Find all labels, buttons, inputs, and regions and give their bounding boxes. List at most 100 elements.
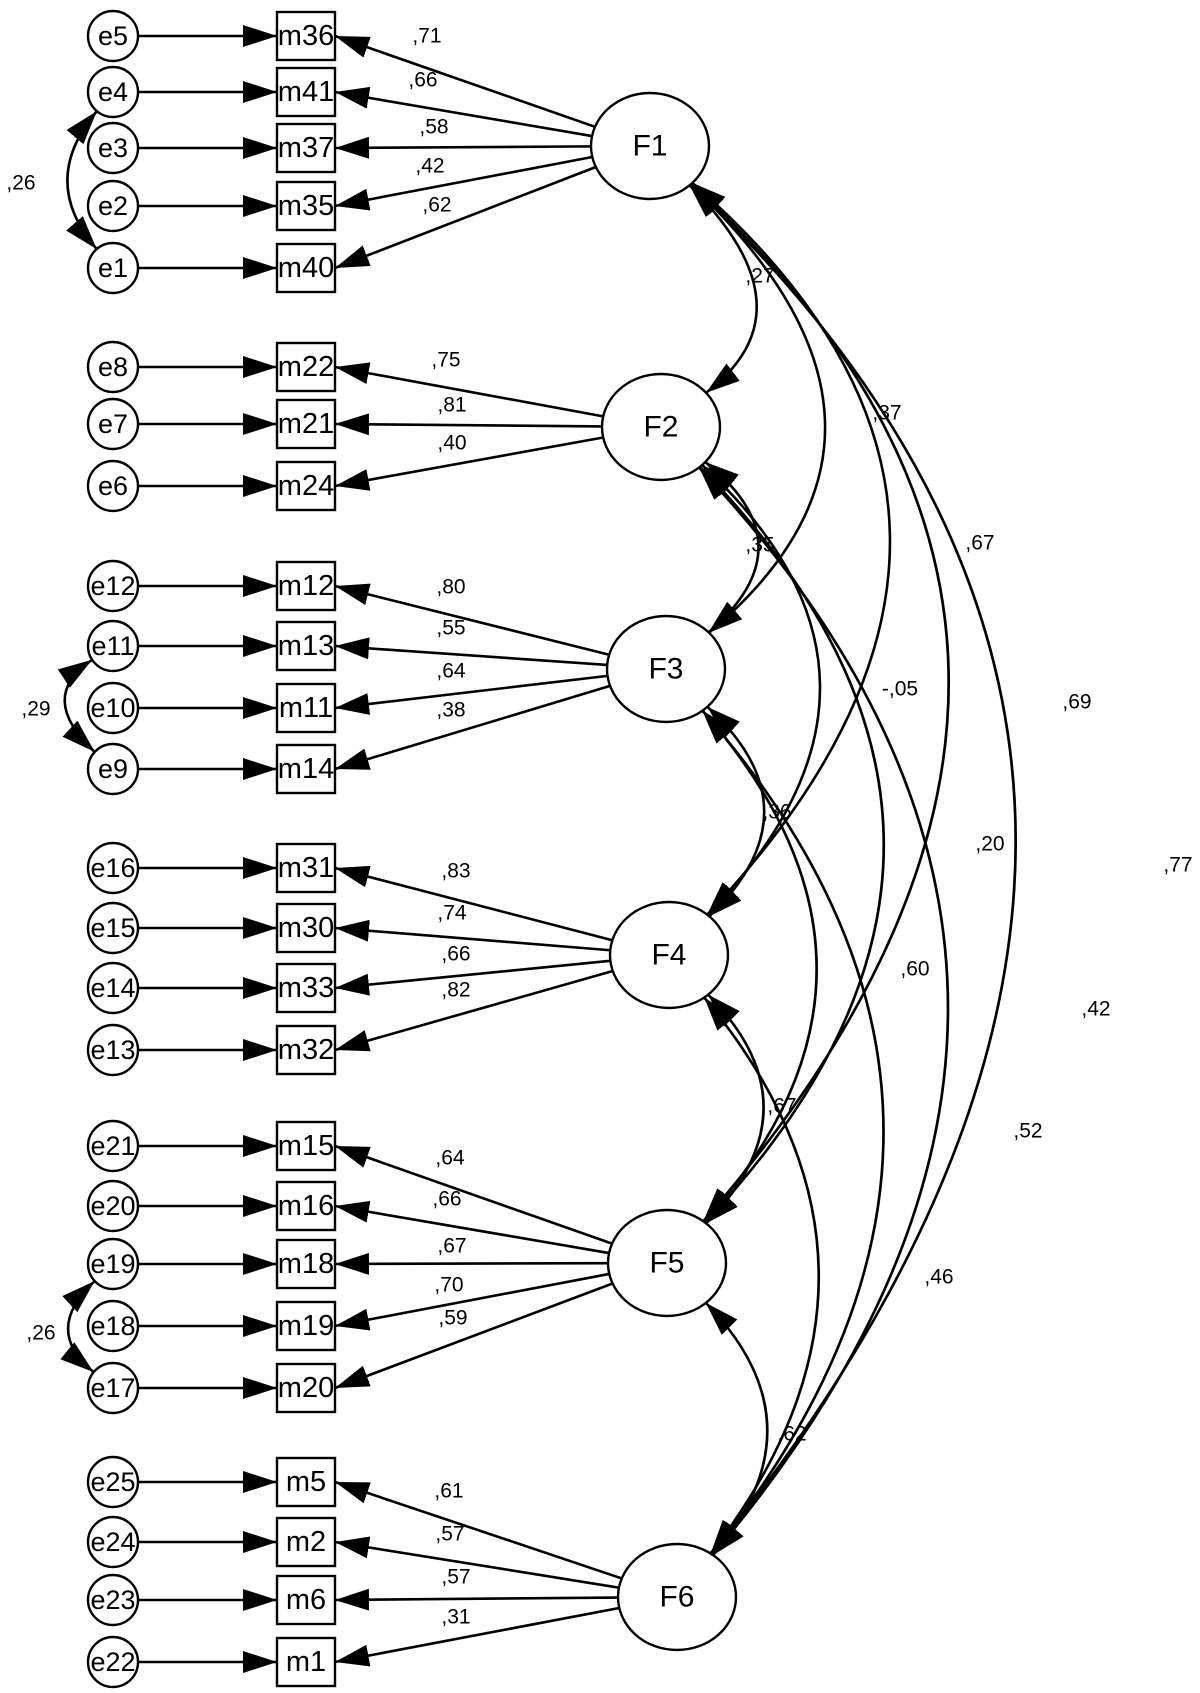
- error-node-e6: e6: [86, 459, 140, 513]
- loading-path-F6-m2: [334, 1536, 620, 1589]
- item-node-m13: m13: [275, 620, 337, 672]
- item-node-m36: m36: [275, 10, 337, 62]
- item-label: m1: [286, 1646, 326, 1678]
- item-node-m15: m15: [275, 1120, 337, 1172]
- item-node-m2: m2: [275, 1516, 337, 1568]
- item-node-m11: m11: [275, 682, 337, 734]
- error-node-e7: e7: [86, 397, 140, 451]
- error-label: e12: [90, 571, 135, 601]
- error-label: e22: [90, 1647, 135, 1677]
- correlation-path-F3-F5: [701, 709, 818, 1223]
- correlation-label-F2-F3: ,35: [745, 534, 774, 557]
- correlation-path-F1-F3: [689, 183, 827, 634]
- error-label: e21: [90, 1131, 135, 1161]
- loading-label-F6-m1: ,31: [441, 1606, 470, 1629]
- item-node-m6: m6: [275, 1574, 337, 1626]
- correlation-path-F3-F4: [706, 705, 766, 918]
- factor-label: F5: [649, 1247, 684, 1280]
- correlation-label-F2-F5: ,20: [975, 833, 1004, 856]
- item-node-m19: m19: [275, 1300, 337, 1352]
- item-node-m37: m37: [275, 122, 337, 174]
- covariance-label-e11-e9: ,29: [21, 698, 50, 721]
- loading-label-F3-m11: ,64: [436, 660, 466, 683]
- covariance-path-e19-e17: [60, 1280, 96, 1374]
- error-node-e9: e9: [86, 742, 140, 796]
- factor-node-F3: F3: [605, 614, 727, 724]
- error-label: e23: [90, 1585, 135, 1615]
- error-label: e14: [90, 973, 135, 1003]
- error-label: e25: [90, 1467, 135, 1497]
- error-label: e17: [90, 1373, 135, 1403]
- loading-path-F6-m1: [334, 1606, 620, 1667]
- error-label: e13: [90, 1035, 135, 1065]
- error-label: e7: [98, 409, 128, 439]
- loading-path-F4-m32: [334, 969, 614, 1052]
- loading-label-F2-m22: ,75: [431, 349, 460, 372]
- loading-label-F1-m35: ,42: [415, 155, 444, 178]
- error-label: e24: [90, 1527, 135, 1557]
- loading-path-F1-m37: [334, 136, 592, 159]
- loading-label-F6-m5: ,61: [434, 1480, 463, 1503]
- error-node-e19: e19: [86, 1237, 140, 1291]
- correlation-path-F1-F6: [689, 183, 1017, 1555]
- loading-path-F6-m5: [334, 1480, 623, 1580]
- item-node-m21: m21: [275, 398, 337, 450]
- loading-label-F5-m15: ,64: [435, 1147, 465, 1170]
- correlation-path-F4-F5: [705, 993, 765, 1225]
- error-node-e25: e25: [86, 1455, 140, 1509]
- loading-label-F4-m32: ,82: [441, 979, 470, 1002]
- error-node-e10: e10: [86, 681, 140, 735]
- item-label: m35: [278, 190, 334, 222]
- loading-label-F2-m21: ,81: [437, 394, 466, 417]
- item-node-m18: m18: [275, 1238, 337, 1290]
- loading-label-F4-m30: ,74: [437, 902, 467, 925]
- error-node-e12: e12: [86, 559, 140, 613]
- error-label: e19: [90, 1249, 135, 1279]
- correlation-label-F1-F2: ,27: [745, 265, 774, 288]
- item-label: m30: [278, 912, 334, 944]
- item-node-m41: m41: [275, 66, 337, 118]
- error-node-e21: e21: [86, 1119, 140, 1173]
- item-node-m32: m32: [275, 1024, 337, 1076]
- item-node-m40: m40: [275, 242, 337, 294]
- covariance-label-e19-e17: ,26: [26, 1322, 55, 1345]
- item-node-m5: m5: [275, 1456, 337, 1508]
- error-label: e18: [90, 1311, 135, 1341]
- error-node-e5: e5: [86, 9, 140, 63]
- error-label: e5: [98, 21, 128, 51]
- error-label: e9: [98, 754, 128, 784]
- factor-node-F6: F6: [616, 1542, 738, 1652]
- item-label: m19: [278, 1310, 334, 1342]
- item-label: m14: [278, 753, 334, 785]
- error-label: e10: [90, 693, 135, 723]
- item-label: m21: [278, 408, 334, 440]
- item-label: m13: [278, 630, 334, 662]
- factor-node-F2: F2: [600, 372, 722, 482]
- error-node-e15: e15: [86, 901, 140, 955]
- factor-label: F4: [651, 939, 686, 972]
- loading-label-F4-m33: ,66: [441, 943, 470, 966]
- error-label: e6: [98, 471, 128, 501]
- loading-path-F4-m30: [334, 919, 611, 952]
- loading-label-F1-m40: ,62: [422, 194, 451, 217]
- correlation-label-F1-F4: ,67: [965, 532, 994, 555]
- error-node-e13: e13: [86, 1023, 140, 1077]
- loading-label-F6-m6: ,57: [441, 1566, 470, 1589]
- correlation-path-F2-F4: [701, 464, 822, 916]
- item-label: m32: [278, 1034, 334, 1066]
- loading-path-F6-m6: [334, 1588, 619, 1611]
- item-node-m22: m22: [275, 341, 337, 393]
- item-label: m11: [279, 692, 333, 724]
- loading-path-F1-m35: [334, 155, 593, 211]
- factor-node-F4: F4: [608, 900, 730, 1010]
- loading-path-F1-m36: [334, 34, 596, 129]
- loading-path-F1-m40: [334, 165, 597, 270]
- error-node-e23: e23: [86, 1573, 140, 1627]
- loading-label-F3-m14: ,38: [436, 699, 465, 722]
- error-label: e20: [90, 1191, 135, 1221]
- error-label: e11: [91, 631, 134, 661]
- item-node-m16: m16: [275, 1180, 337, 1232]
- item-label: m15: [278, 1130, 334, 1162]
- item-label: m41: [278, 76, 334, 108]
